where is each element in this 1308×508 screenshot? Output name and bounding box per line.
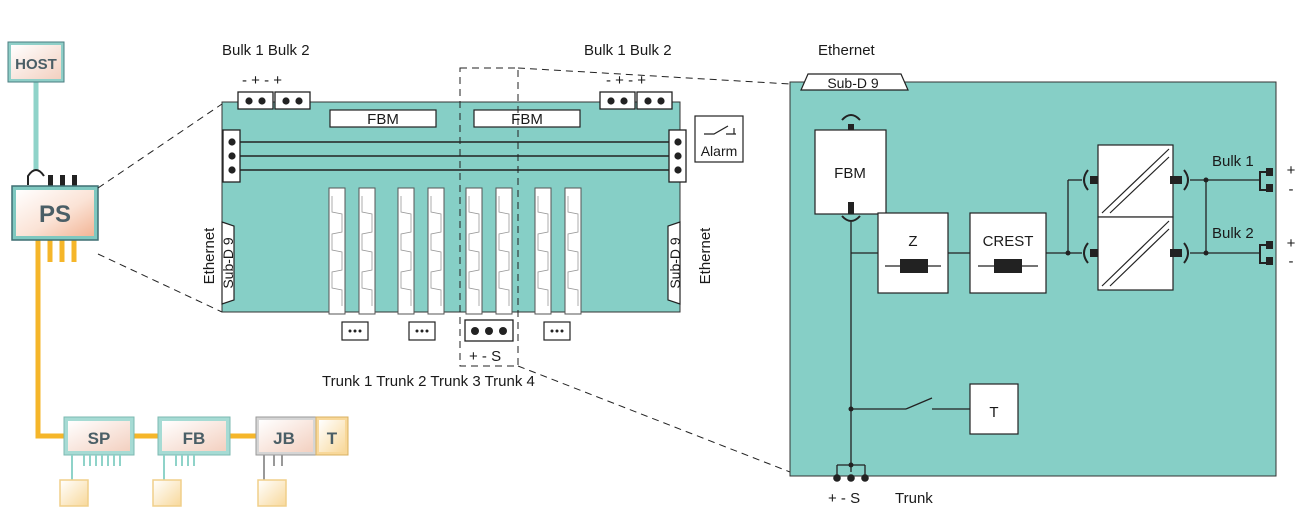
- ethernet-left-label: Ethernet: [201, 227, 218, 285]
- alarm-label: Alarm: [701, 143, 738, 159]
- host-label: HOST: [15, 56, 57, 73]
- bulk2-minus: -: [1289, 253, 1294, 270]
- fbm-slot-left: FBM: [367, 111, 399, 128]
- bulk2-plus: +: [1287, 235, 1296, 252]
- schematic-trunk-label: Trunk: [895, 490, 933, 507]
- schematic: Ethernet Sub-D 9 FBM Z CREST: [789, 42, 1296, 507]
- z-label: Z: [908, 233, 917, 250]
- topology: HOST PS SP FB JB: [7, 41, 349, 507]
- fbm-slot-right: FBM: [511, 111, 543, 128]
- ps-label: PS: [39, 201, 71, 228]
- subd-left-label: Sub-D 9: [220, 237, 236, 289]
- bulk-left-label: Bulk 1 Bulk 2: [222, 42, 310, 59]
- t-label: T: [327, 429, 338, 448]
- segment-protector-device: SP: [63, 416, 135, 456]
- fieldbarrier-device: FB: [157, 416, 231, 456]
- subd-right-label: Sub-D 9: [667, 237, 683, 289]
- host-device: HOST: [7, 41, 65, 83]
- t-terminator-label: T: [989, 404, 998, 421]
- jb-label: JB: [273, 429, 295, 448]
- schematic-fbm-label: FBM: [834, 165, 866, 182]
- schematic-ethernet-label: Ethernet: [818, 42, 876, 59]
- zoom-lines-board: [517, 67, 791, 473]
- schematic-trunk-terminal: + - S: [828, 490, 860, 507]
- bulk1-plus: +: [1287, 162, 1296, 179]
- bulk1-minus: -: [1289, 181, 1294, 198]
- power-supply-device: PS: [11, 185, 99, 241]
- fb-label: FB: [183, 429, 206, 448]
- polarity-left-label: - + - +: [242, 72, 282, 89]
- junction-box-device: JB: [255, 416, 317, 456]
- polarity-right-label: - + - +: [606, 72, 646, 89]
- ethernet-right-label: Ethernet: [697, 227, 714, 285]
- trunk-labels: Trunk 1 Trunk 2 Trunk 3 Trunk 4: [322, 373, 535, 390]
- schematic-subd-label: Sub-D 9: [827, 75, 879, 91]
- crest-label: CREST: [983, 233, 1034, 250]
- bulk1-label: Bulk 1: [1212, 153, 1254, 170]
- terminator-device: T: [315, 416, 349, 456]
- bulk-right-label: Bulk 1 Bulk 2: [584, 42, 672, 59]
- trunk-terminal-label: + - S: [469, 348, 501, 365]
- motherboard: Bulk 1 Bulk 2 - + - + Bulk 1 Bulk 2 - + …: [201, 42, 744, 390]
- zoom-lines-ps: [97, 103, 223, 313]
- sp-label: SP: [88, 429, 111, 448]
- alarm-contact: Alarm: [694, 115, 744, 163]
- bulk2-label: Bulk 2: [1212, 225, 1254, 242]
